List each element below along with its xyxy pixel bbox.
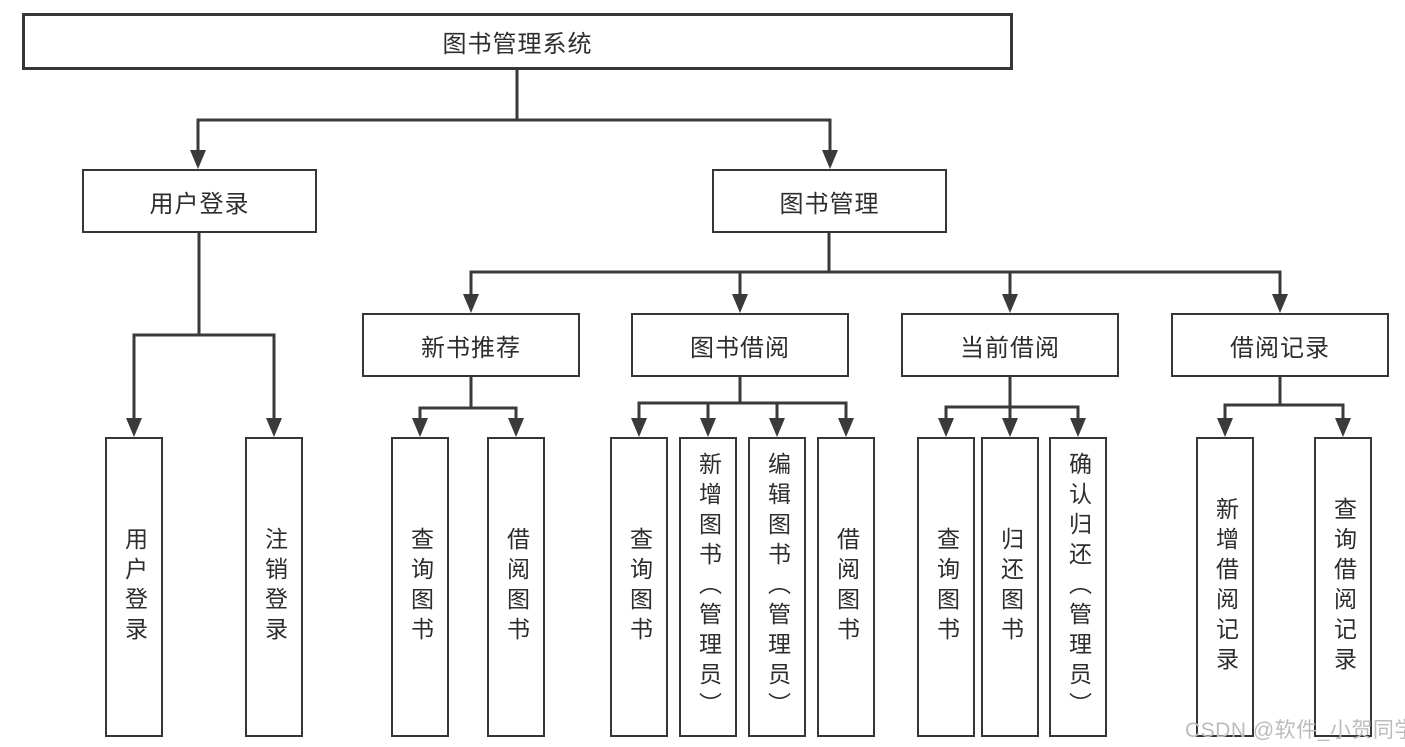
node-leaf-confirm-return-admin: 确认归还（管理员） — [1049, 437, 1107, 737]
node-leaf-query-borrow-record: 查询借阅记录 — [1314, 437, 1372, 737]
node-label: 注销登录 — [261, 527, 288, 647]
node-label: 用户登录 — [149, 190, 250, 218]
node-label: 借阅图书 — [503, 527, 530, 647]
node-label: 归还图书 — [997, 527, 1024, 647]
node-label: 查询借阅记录 — [1330, 497, 1357, 677]
node-user-login: 用户登录 — [82, 169, 317, 233]
node-label: 查询图书 — [626, 527, 653, 647]
node-book-management: 图书管理 — [712, 169, 947, 233]
csdn-watermark: CSDN @软件_小贺同学 — [1185, 719, 1405, 742]
node-leaf-add-borrow-record: 新增借阅记录 — [1196, 437, 1254, 737]
node-label: 查询图书 — [407, 527, 434, 647]
node-new-book-recommendation: 新书推荐 — [362, 313, 580, 377]
node-leaf-return-books: 归还图书 — [981, 437, 1039, 737]
node-library-management-system: 图书管理系统 — [22, 13, 1013, 70]
node-borrowing-records: 借阅记录 — [1171, 313, 1389, 377]
node-label: 编辑图书（管理员） — [764, 452, 791, 722]
node-leaf-add-books-admin: 新增图书（管理员） — [679, 437, 737, 737]
node-label: 新书推荐 — [421, 334, 521, 362]
node-book-borrowing: 图书借阅 — [631, 313, 849, 377]
node-leaf-query-books-recommend: 查询图书 — [391, 437, 449, 737]
node-leaf-logout: 注销登录 — [245, 437, 303, 737]
node-leaf-borrow-books: 借阅图书 — [817, 437, 875, 737]
node-label: 图书管理 — [779, 190, 880, 218]
node-label: 用户登录 — [121, 527, 148, 647]
node-leaf-borrow-books-recommend: 借阅图书 — [487, 437, 545, 737]
node-label: 图书管理系统 — [442, 31, 593, 58]
node-label: 借阅图书 — [833, 527, 860, 647]
node-label: 借阅记录 — [1230, 334, 1330, 362]
node-current-borrowing: 当前借阅 — [901, 313, 1119, 377]
node-leaf-edit-books-admin: 编辑图书（管理员） — [748, 437, 806, 737]
node-label: 图书借阅 — [690, 334, 790, 362]
node-leaf-user-login: 用户登录 — [105, 437, 163, 737]
node-leaf-query-books-current: 查询图书 — [917, 437, 975, 737]
node-label: 当前借阅 — [960, 334, 1060, 362]
node-label: 确认归还（管理员） — [1065, 452, 1092, 722]
node-leaf-query-books-borrowing: 查询图书 — [610, 437, 668, 737]
node-label: 新增图书（管理员） — [695, 452, 722, 722]
node-label: 新增借阅记录 — [1212, 497, 1239, 677]
node-label: 查询图书 — [933, 527, 960, 647]
